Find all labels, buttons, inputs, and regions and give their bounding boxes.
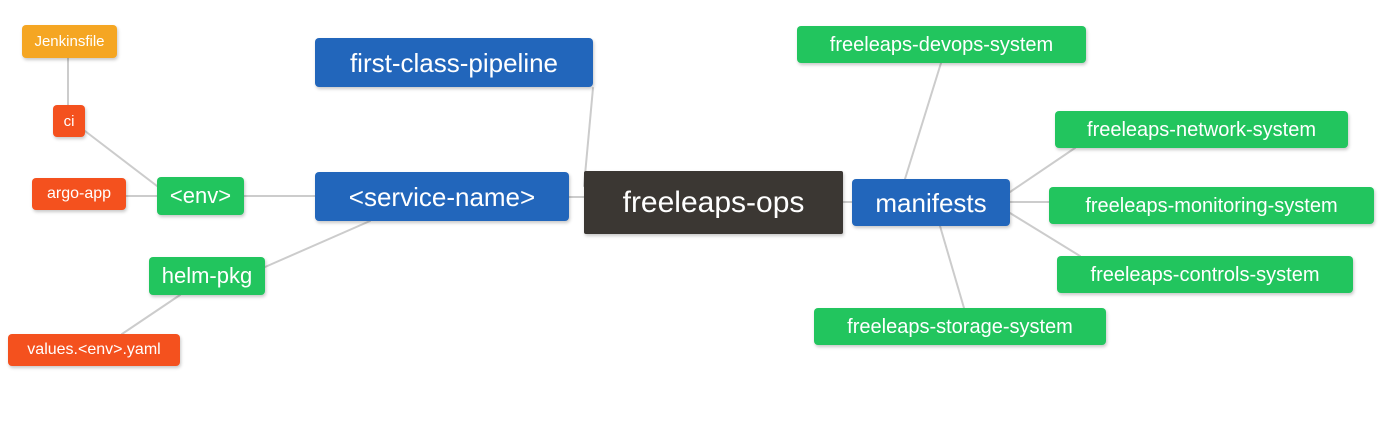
mindmap-node-freeleaps-ops[interactable]: freeleaps-ops (584, 171, 843, 234)
mindmap-node-label: argo-app (46, 185, 112, 202)
mindmap-node-label: first-class-pipeline (349, 47, 559, 78)
mindmap-node-label: freeleaps-monitoring-system (1085, 194, 1338, 217)
mindmap-node-label: <env> (169, 183, 232, 208)
mindmap-node-first-class-pipeline[interactable]: first-class-pipeline (315, 38, 593, 87)
mindmap-node-freeleaps-controls-system[interactable]: freeleaps-controls-system (1057, 256, 1353, 293)
mindmap-node-freeleaps-storage-system[interactable]: freeleaps-storage-system (814, 308, 1106, 345)
mindmap-node-helm-pkg[interactable]: helm-pkg (149, 257, 265, 295)
mindmap-node-label: Jenkinsfile (34, 33, 105, 50)
mindmap-node-label: values.<env>.yaml (27, 341, 161, 358)
mindmap-node-argo-app[interactable]: argo-app (32, 178, 126, 210)
mindmap-node-freeleaps-monitoring-system[interactable]: freeleaps-monitoring-system (1049, 187, 1374, 224)
mindmap-node-label: <service-name> (348, 181, 536, 212)
mindmap-node-label: manifests (875, 187, 987, 218)
mindmap-node-label: freeleaps-network-system (1087, 118, 1316, 141)
mindmap-node-values-env-yaml[interactable]: values.<env>.yaml (8, 334, 180, 366)
mindmap-node-freeleaps-network-system[interactable]: freeleaps-network-system (1055, 111, 1348, 148)
mindmap-node-service-name[interactable]: <service-name> (315, 172, 569, 221)
mindmap-node-label: freeleaps-ops (622, 185, 805, 219)
mindmap-node-env[interactable]: <env> (157, 177, 244, 215)
mindmap-node-label: helm-pkg (161, 263, 253, 288)
mindmap-node-label: freeleaps-controls-system (1090, 263, 1320, 286)
mindmap-node-ci[interactable]: ci (53, 105, 85, 137)
mindmap-node-label: freeleaps-storage-system (847, 315, 1073, 338)
mindmap-node-label: freeleaps-devops-system (829, 33, 1054, 56)
mindmap-node-jenkinsfile[interactable]: Jenkinsfile (22, 25, 117, 58)
mindmap-node-manifests[interactable]: manifests (852, 179, 1010, 226)
mindmap-node-freeleaps-devops-system[interactable]: freeleaps-devops-system (797, 26, 1086, 63)
mindmap-node-label: ci (63, 112, 75, 130)
